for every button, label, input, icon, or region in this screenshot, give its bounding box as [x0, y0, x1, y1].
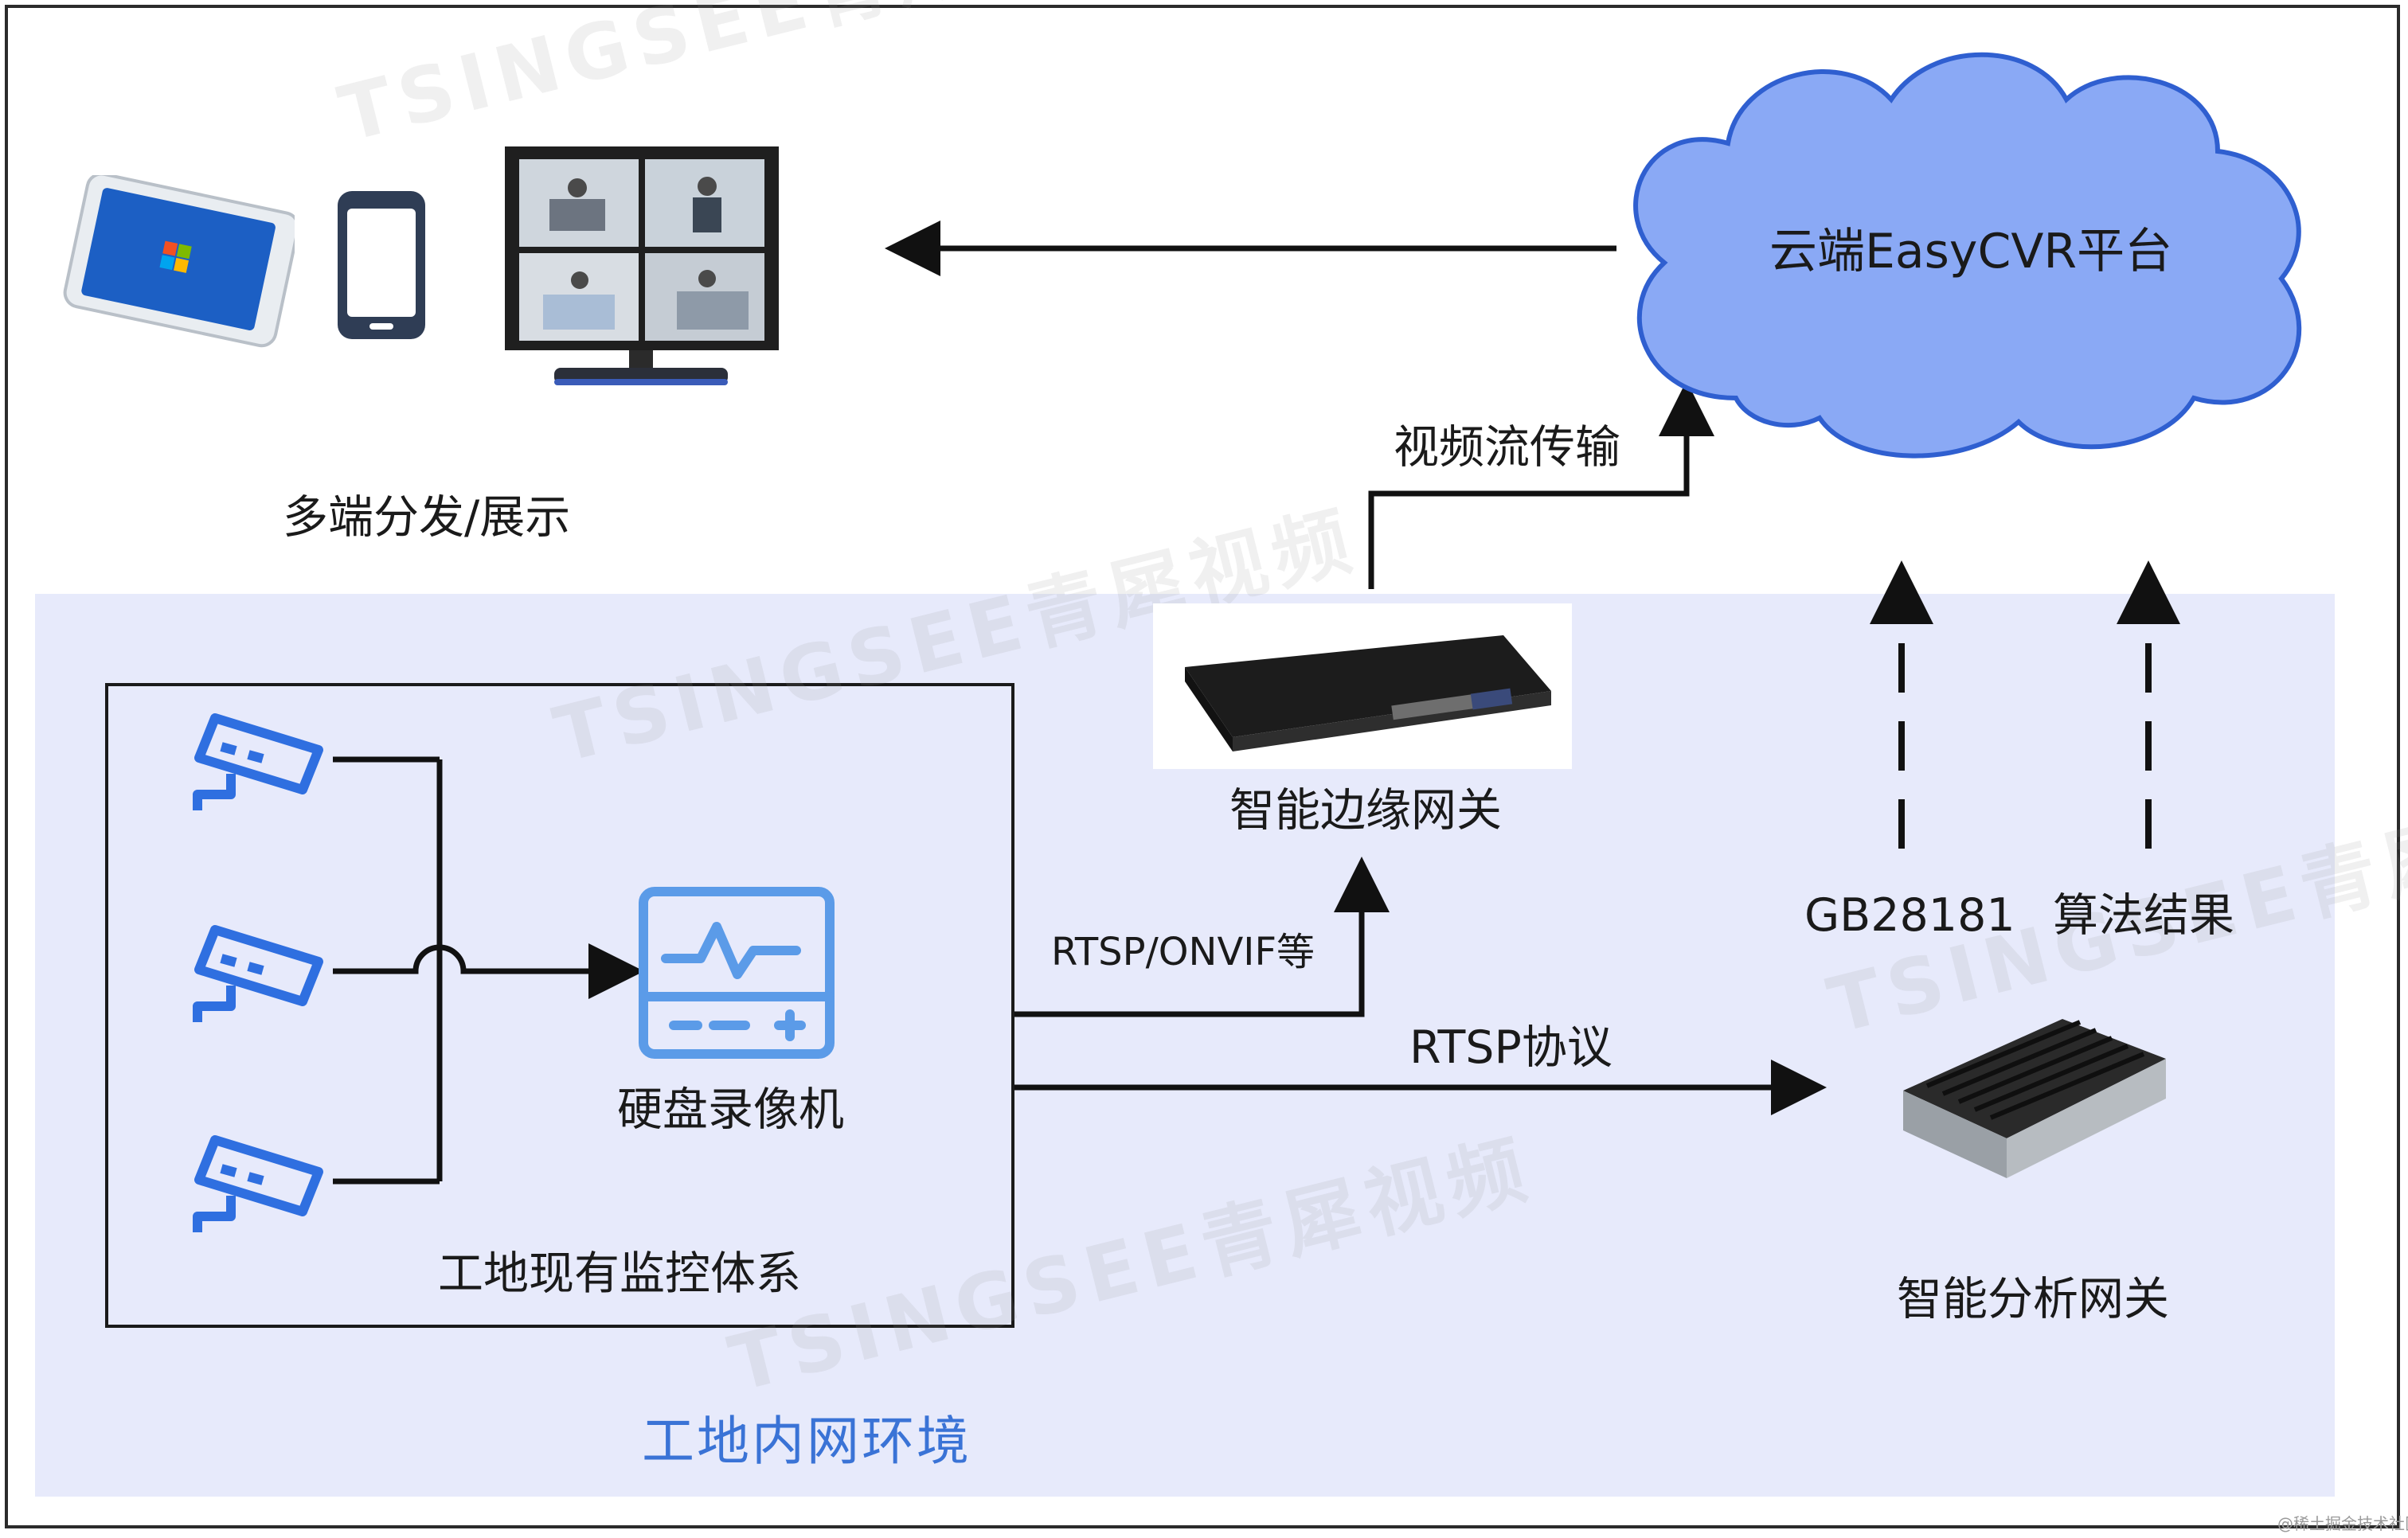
edge-gateway-label: 智能边缘网关	[1229, 784, 1502, 837]
video-stream-label: 视频流传输	[1394, 421, 1620, 474]
edge-gateway-icon	[1185, 635, 1551, 751]
rtsp-onvif-label: RTSP/ONVIF等	[1051, 930, 1315, 974]
algorithm-result-label: 算法结果	[2053, 889, 2234, 942]
camera-icon	[193, 1135, 323, 1232]
cloud-icon	[1633, 52, 2302, 459]
lan-zone-label: 工地内网环境	[642, 1411, 971, 1472]
clients-label: 多端分发/展示	[283, 491, 571, 544]
edge-gateway-panel	[1153, 603, 1572, 769]
arrow-rtsp-onvif	[1014, 857, 1390, 1017]
cloud-platform-label: 云端EasyCVR平台	[1769, 224, 2173, 279]
monitor-icon	[505, 146, 779, 385]
site-system-label: 工地现有监控体系	[438, 1247, 801, 1300]
corner-mark: @稀土掘金技术社区	[2277, 1514, 2408, 1533]
camera-icon	[193, 925, 323, 1022]
rtsp-protocol-label: RTSP协议	[1409, 1021, 1612, 1074]
analysis-gateway-label: 智能分析网关	[1897, 1273, 2169, 1325]
gb28181-label: GB28181	[1804, 889, 2015, 942]
nvr-icon	[639, 887, 835, 1059]
analysis-gateway-icon	[1903, 1019, 2166, 1178]
diagram-frame	[5, 5, 2400, 1528]
camera-icon	[193, 713, 323, 810]
arrow-video-stream	[1368, 381, 1714, 589]
tablet-icon	[63, 175, 295, 348]
site-system-box	[105, 683, 1014, 1328]
nvr-label: 硬盘录像机	[617, 1083, 844, 1136]
phone-icon	[338, 191, 425, 339]
arrow-cameras-to-nvr	[333, 943, 644, 999]
